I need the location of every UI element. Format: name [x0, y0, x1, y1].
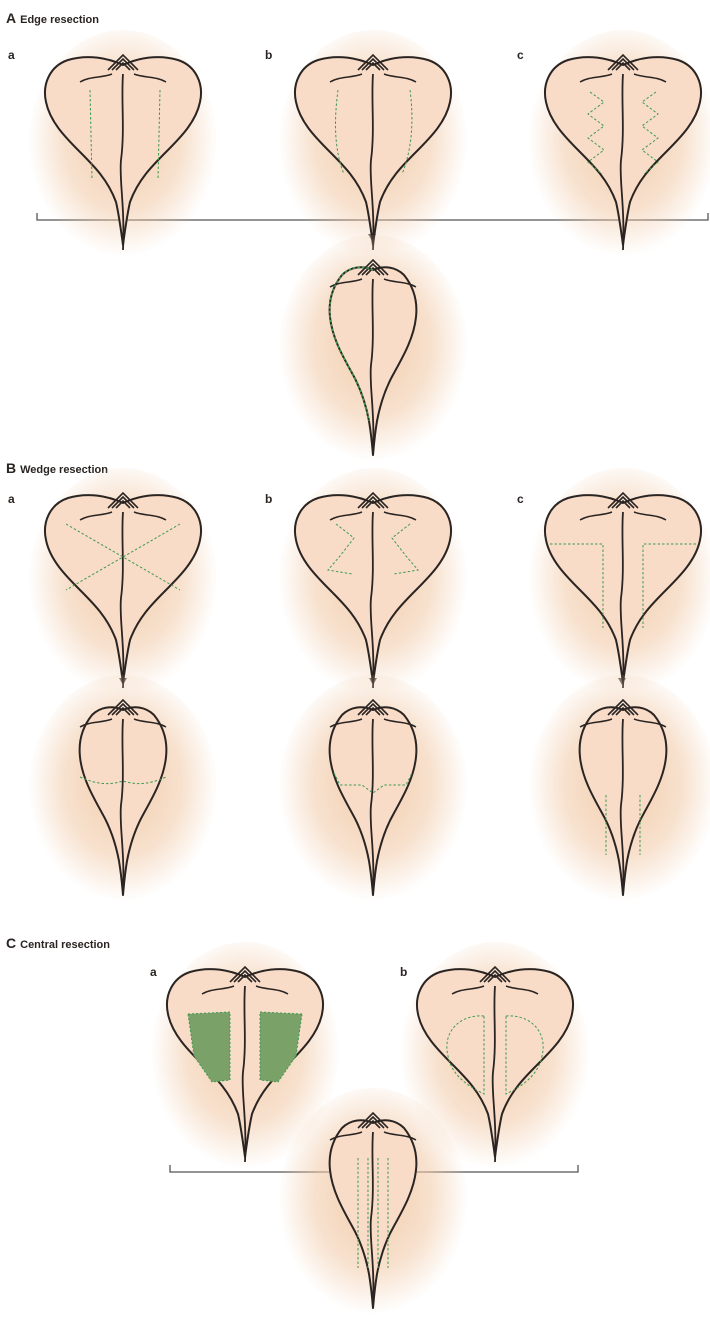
section-a-text: Edge resection	[20, 14, 99, 26]
heart-b-a-result	[28, 685, 218, 915]
leaflet-illustration	[28, 478, 218, 708]
heart-c-result	[278, 1098, 468, 1328]
section-b-letter: B	[6, 460, 16, 476]
heart-b-c-result	[528, 685, 710, 915]
section-c-letter: C	[6, 935, 16, 951]
sublabel-b-c: c	[517, 492, 524, 506]
sublabel-a-b: b	[265, 48, 272, 62]
section-a-title: A Edge resection	[6, 10, 99, 26]
sublabel-b-b: b	[265, 492, 272, 506]
leaflet-illustration	[528, 478, 710, 708]
leaflet-illustration	[278, 1098, 468, 1328]
sublabel-a-a: a	[8, 48, 15, 62]
leaflet-illustration	[278, 478, 468, 708]
leaflet-illustration	[28, 685, 218, 915]
leaflet-illustration	[528, 40, 710, 270]
heart-a-result	[278, 245, 468, 475]
section-c-title: C Central resection	[6, 935, 110, 951]
sublabel-a-c: c	[517, 48, 524, 62]
heart-b-c	[528, 478, 710, 708]
heart-b-b	[278, 478, 468, 708]
heart-b-b-result	[278, 685, 468, 915]
leaflet-illustration	[28, 40, 218, 270]
leaflet-illustration	[528, 685, 710, 915]
heart-b-a	[28, 478, 218, 708]
sublabel-b-a: a	[8, 492, 15, 506]
section-a-letter: A	[6, 10, 16, 26]
heart-a-a	[28, 40, 218, 270]
heart-a-c	[528, 40, 710, 270]
leaflet-illustration	[278, 245, 468, 475]
leaflet-illustration	[278, 685, 468, 915]
section-c-text: Central resection	[20, 939, 110, 951]
